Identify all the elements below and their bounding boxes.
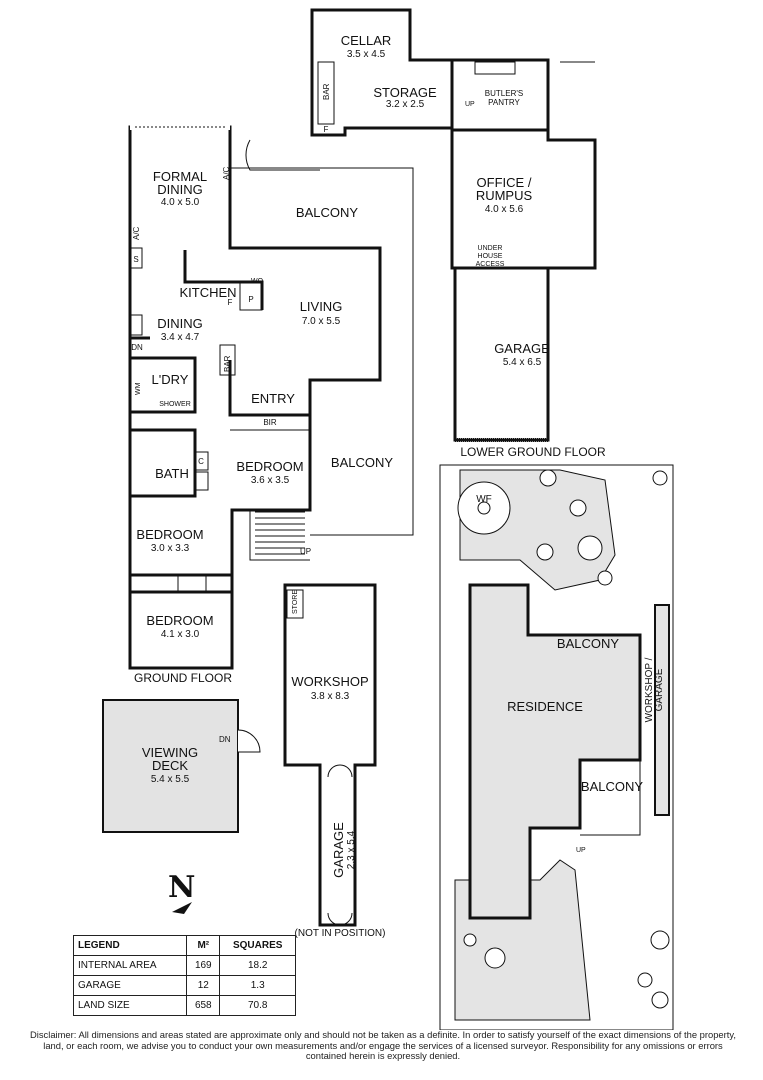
legend-header: SQUARES [219,935,296,956]
site-workshop-garage-2: GARAGE [654,668,665,711]
legend-row-label: GARAGE [72,975,188,996]
viewing-deck-dims: 5.4 x 5.5 [151,774,190,785]
outbuilding-garage-dims: 2.3 x 5.4 [346,830,357,869]
legend-row: GARAGE 12 1.3 [72,975,296,996]
site-up-mark: UP [576,847,586,854]
office-name2: RUMPUS [476,188,533,203]
f-mark: F [228,298,233,307]
under-house-3: ACCESS [476,261,505,268]
viewing-deck-name1: VIEWING [142,745,198,760]
dining-name: DINING [157,316,203,331]
area-legend-table: LEGEND M² SQUARES INTERNAL AREA 169 18.2… [72,935,296,1016]
site-workshop-garage-1: WORKSHOP / [644,657,655,722]
site-balcony2-label: BALCONY [581,779,643,794]
floor-plan-drawing: GROUND FLOOR LOWER GROUND FLOOR FORMAL D… [102,8,674,1030]
living-name: LIVING [300,299,343,314]
balcony-mid-name: BALCONY [331,455,393,470]
under-house-1: UNDER [478,245,503,252]
viewing-deck-shape [102,699,261,833]
bedroom1-name: BEDROOM [236,459,303,474]
formal-dining-name1: FORMAL [153,169,207,184]
dining-dims: 3.4 x 4.7 [161,332,200,343]
bedroom3-name: BEDROOM [146,613,213,628]
cellar-bar-mark: BAR [322,83,331,100]
legend-header: M² [186,935,221,956]
storage-mark: S [133,255,138,264]
c-mark: C [198,457,204,466]
lower-ground-floor-details [317,60,595,442]
cellar-dims: 3.5 x 4.5 [347,49,386,60]
store-mark: STORE [292,590,299,614]
legend-row-m2: 658 [186,995,221,1016]
living-dims: 7.0 x 5.5 [302,316,341,327]
north-arrow [172,902,192,914]
legend-row-squares: 18.2 [219,955,296,976]
kitchen-name: KITCHEN [179,285,236,300]
lower-ground-floor-label: LOWER GROUND FLOOR [460,445,606,459]
ac-mark2: A/C [132,226,141,240]
ground-floor-details [129,124,414,593]
formal-dining-name2: DINING [157,182,203,197]
legend-row-label: LAND SIZE [72,995,188,1016]
butlers-name2: PANTRY [488,98,520,107]
workshop-walls [283,583,377,927]
butlers-name1: BUTLER'S [485,89,523,98]
legend-header: LEGEND [72,935,188,956]
ground-floor-label: GROUND FLOOR [134,671,232,685]
under-house-2: HOUSE [478,253,503,260]
wo-mark: WO [251,278,264,285]
legend-row-m2: 169 [186,955,221,976]
legend-row-m2: 12 [186,975,221,996]
site-balcony1-label: BALCONY [557,636,619,651]
legend-row: LAND SIZE 658 70.8 [72,995,296,1016]
bedroom3-dims: 4.1 x 3.0 [161,629,200,640]
site-wf-label: WF [476,494,492,505]
site-plan-trees [463,469,670,1009]
bedroom2-name: BEDROOM [136,527,203,542]
viewing-deck-dn: DN [219,735,231,744]
office-dims: 4.0 x 5.6 [485,204,524,215]
legend-header-row: LEGEND M² SQUARES [72,935,296,956]
site-residence-label: RESIDENCE [507,699,583,714]
legend-row: INTERNAL AREA 169 18.2 [72,955,296,976]
storage-name: STORAGE [373,85,437,100]
workshop-dims: 3.8 x 8.3 [311,691,350,702]
entry-name: ENTRY [251,391,295,406]
shower-mark: SHOWER [159,401,191,408]
lg-up-mark: UP [465,101,475,108]
wm-mark: WM [135,382,142,395]
legend-row-squares: 70.8 [219,995,296,1016]
north-letter: N [168,870,195,905]
legend-row-squares: 1.3 [219,975,296,996]
office-name1: OFFICE / [477,175,532,190]
dn-mark: DN [131,343,143,352]
laundry-name: L'DRY [152,372,189,387]
site-plan-shapes [439,464,674,1030]
cellar-f-mark: F [324,125,329,134]
disclaimer-text: Disclaimer: All dimensions and areas sta… [30,1029,736,1061]
lower-ground-floor-walls [310,8,597,442]
lg-garage-dims: 5.4 x 6.5 [503,357,542,368]
bath-name: BATH [155,466,189,481]
bedroom2-dims: 3.0 x 3.3 [151,543,190,554]
formal-dining-dims: 4.0 x 5.0 [161,197,200,208]
balcony-top-name: BALCONY [296,205,358,220]
p-mark: P [248,295,253,304]
cellar-name: CELLAR [341,33,392,48]
lg-garage-name: GARAGE [494,341,550,356]
up-mark: UP [300,547,311,556]
ac-mark1: A/C [222,166,231,180]
workshop-name: WORKSHOP [291,674,368,689]
viewing-deck-name2: DECK [152,758,188,773]
legend-row-label: INTERNAL AREA [72,955,188,976]
bar-mark: BAR [223,355,232,372]
bir-mark: BIR [263,418,277,427]
storage-dims: 3.2 x 2.5 [386,99,425,110]
bedroom1-dims: 3.6 x 3.5 [251,475,290,486]
outbuilding-garage-name: GARAGE [331,822,346,878]
workshop-details [286,589,353,926]
not-in-position-note: (NOT IN POSITION) [295,928,386,939]
